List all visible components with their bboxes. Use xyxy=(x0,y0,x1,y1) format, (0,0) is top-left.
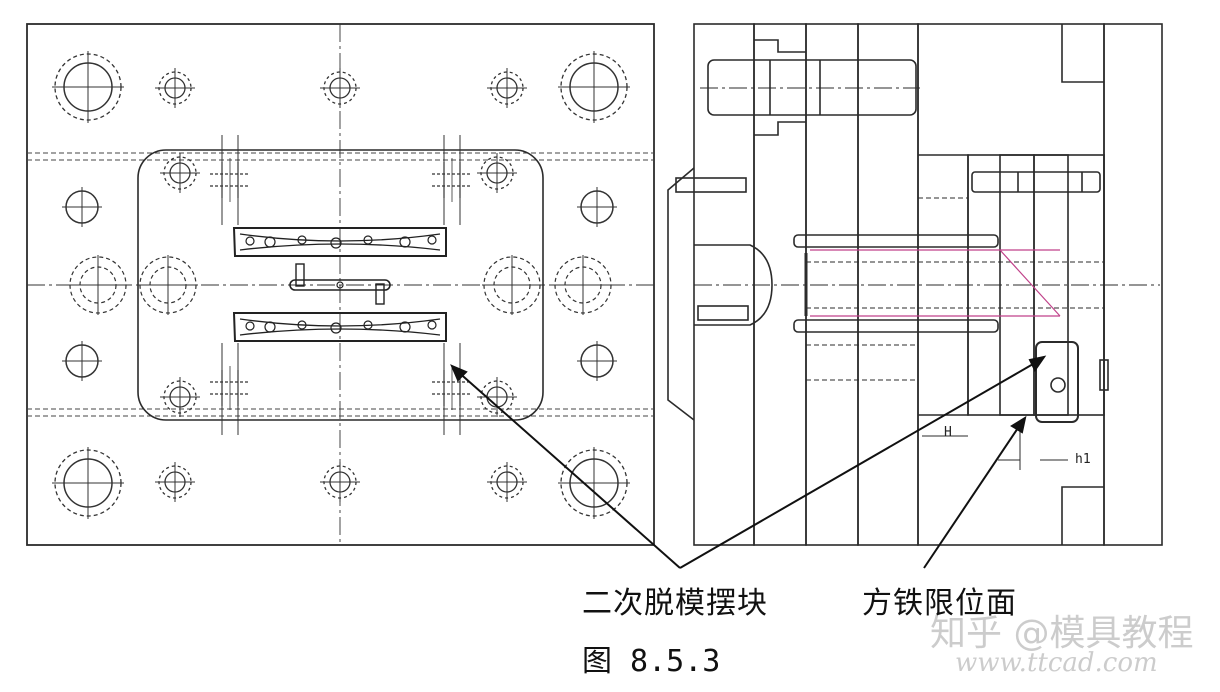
dimension-H-label: H xyxy=(944,425,952,440)
plan-view xyxy=(26,23,655,546)
watermark-text: 知乎 @模具教程 xyxy=(930,613,1194,654)
section-view xyxy=(667,23,1163,546)
figure-caption: 图 8.5.3 xyxy=(582,644,721,679)
swing-block-label: 二次脱模摆块 xyxy=(582,586,768,621)
ejector-highlight xyxy=(810,249,1061,317)
square-iron-stop-label: 方铁限位面 xyxy=(862,586,1017,621)
watermark-url: www.ttcad.com xyxy=(955,648,1158,678)
dimension-h1-label: h1 xyxy=(1075,452,1091,467)
leader-arrows xyxy=(450,355,1047,569)
